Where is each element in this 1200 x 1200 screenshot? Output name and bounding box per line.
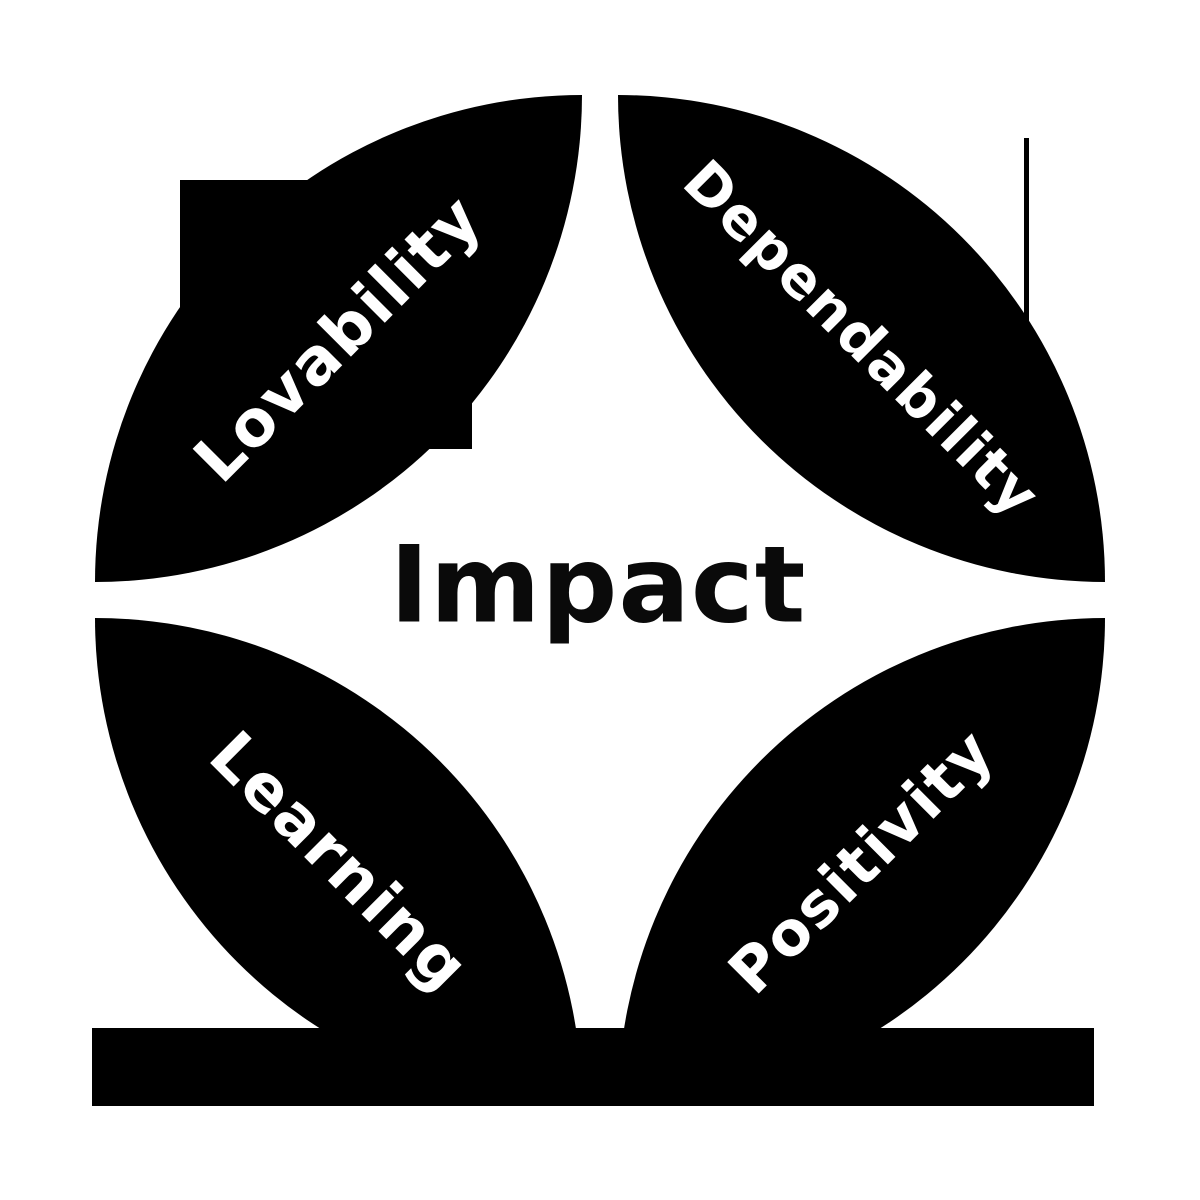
bottom-bar xyxy=(92,1028,1094,1106)
petal-label-learning: Learning xyxy=(194,717,483,1006)
petal-lovability: Lovability xyxy=(95,95,582,582)
petal-label-positivity: Positivity xyxy=(714,714,1009,1009)
petal-label-dependability: Dependability xyxy=(670,147,1053,530)
petal-dependability: Dependability xyxy=(618,95,1105,582)
center-label: Impact xyxy=(389,523,807,647)
stray-vertical-line xyxy=(1024,138,1029,330)
